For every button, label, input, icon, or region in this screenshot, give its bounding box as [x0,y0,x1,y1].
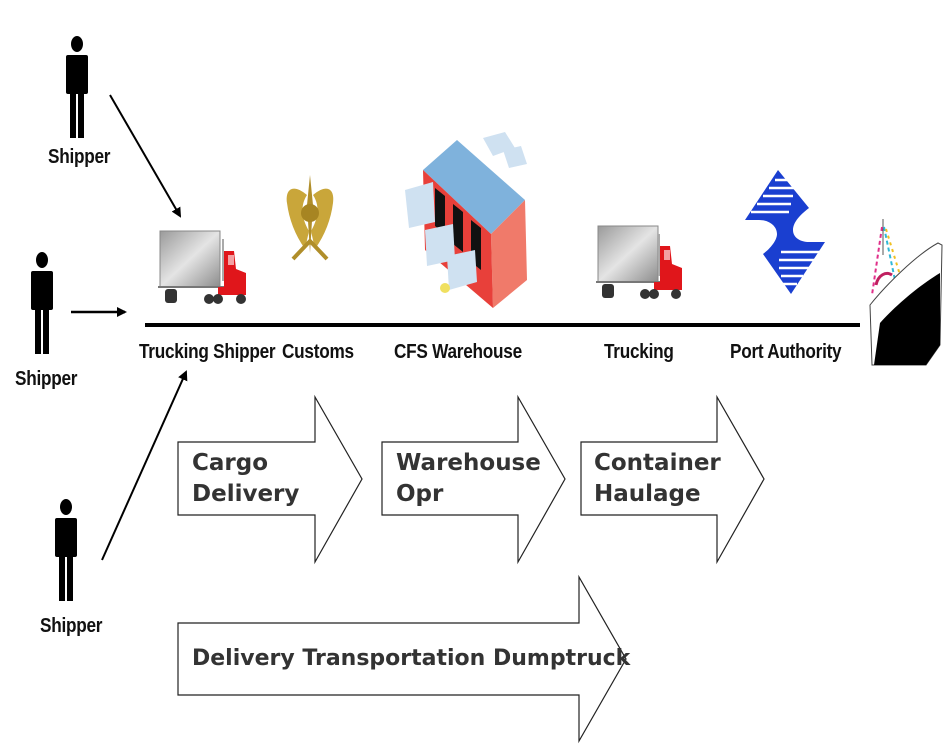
process-arrow-label-line1: Delivery Transportation Dumptruck [192,646,631,671]
process-arrow-label-line1: Cargo [192,450,269,476]
process-arrow-label-line2: Haulage [594,481,701,507]
connector-arrow [101,370,188,561]
process-arrow-label: Cargo Delivery [192,448,299,510]
process-arrow-label-line2: Opr [396,481,444,507]
station-label-customs: Customs [282,341,354,363]
actor-label: Shipper [40,615,103,637]
person-icon [55,499,77,601]
process-arrow-cargo-delivery [177,394,363,565]
station-label-cfs-warehouse: CFS Warehouse [394,341,522,363]
process-arrow-delivery-transportation [177,574,627,744]
actor-label: Shipper [15,368,78,390]
customs-emblem-icon [286,175,334,261]
truck-icon [596,225,682,299]
ship-icon [869,219,943,366]
person-icon [66,36,88,138]
process-arrow-container-haulage [580,394,765,565]
process-arrow-label-line1: Warehouse [396,450,541,476]
process-arrow-label: Container Haulage [594,448,721,510]
truck-icon [158,230,246,304]
connector-arrow [109,94,182,218]
port-authority-logo-icon [745,170,825,294]
warehouse-icon [405,132,527,308]
station-label-port-authority: Port Authority [730,341,842,363]
process-arrow-label: Warehouse Opr [396,448,541,510]
process-arrow-label-line1: Container [594,450,721,476]
station-label-trucking-shipper: Trucking Shipper [139,341,276,363]
process-arrow-warehouse-opr [381,394,566,565]
actor-label: Shipper [48,146,111,168]
process-arrow-label: Delivery Transportation Dumptruck [192,643,630,674]
station-label-trucking: Trucking [604,341,674,363]
person-icon [31,252,53,354]
process-arrow-label-line2: Delivery [192,481,300,507]
